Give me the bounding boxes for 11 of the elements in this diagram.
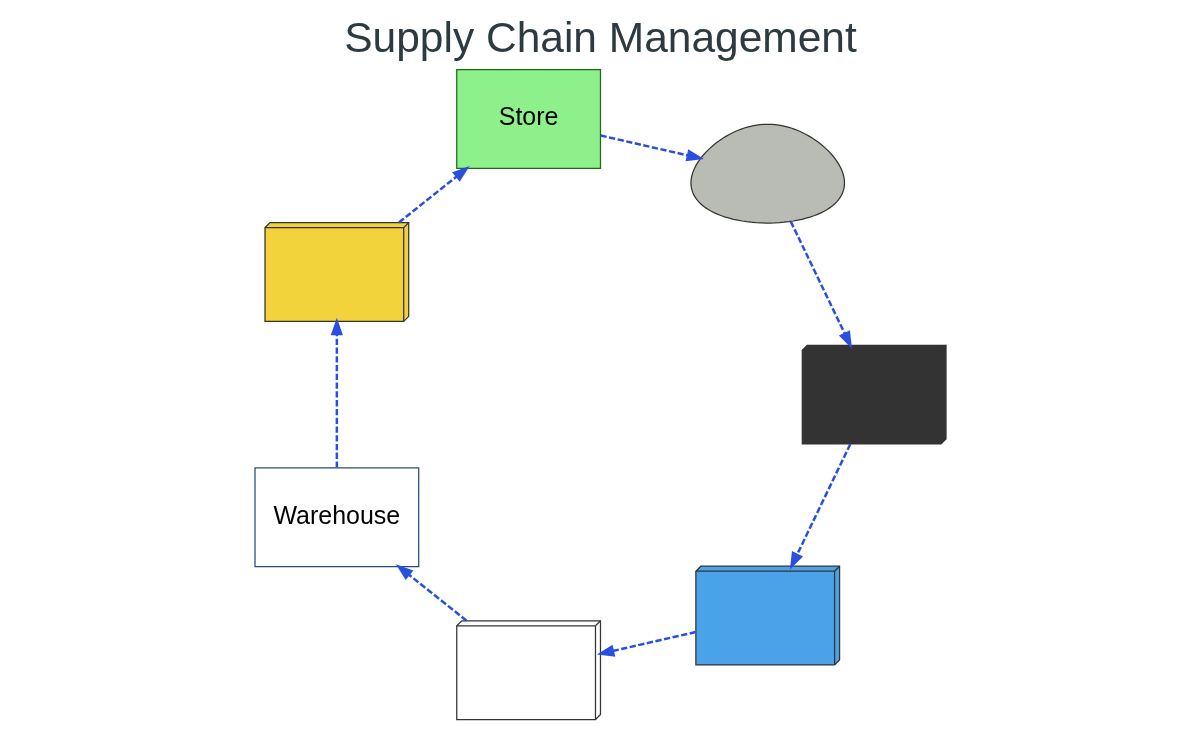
node-box: Store — [455, 69, 601, 170]
arrow — [789, 443, 851, 570]
arrow — [330, 317, 343, 468]
arrow — [599, 134, 704, 162]
node-person — [689, 123, 845, 224]
node-box: Warehouse — [253, 467, 419, 568]
arrow — [397, 166, 470, 224]
diagram-title: Supply Chain Management — [343, 14, 857, 62]
arrow — [395, 564, 467, 622]
arrow — [789, 221, 852, 349]
arrow — [596, 630, 696, 657]
